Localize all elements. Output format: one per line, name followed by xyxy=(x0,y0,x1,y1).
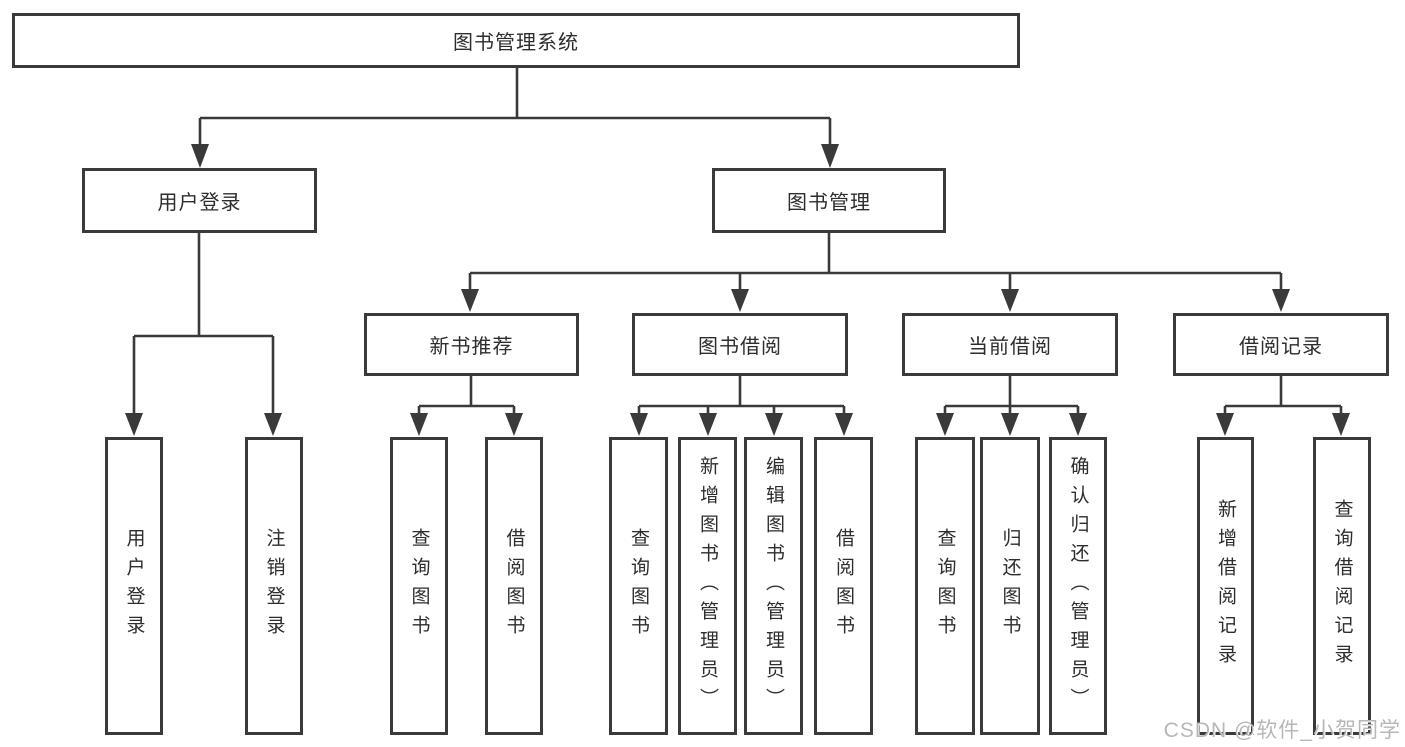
connector-newrec-fork xyxy=(417,376,516,415)
node-book-borrowing: 图书借阅 xyxy=(632,313,848,376)
node-new-book-recommend: 新书推荐 xyxy=(364,313,579,376)
arrowheads xyxy=(125,144,1350,436)
leaf-label: 借阅图书 xyxy=(503,528,525,644)
leaf-label: 注销登录 xyxy=(263,528,285,644)
leaf-return-books: 归还图书 xyxy=(980,437,1040,735)
leaf-label: 查询图书 xyxy=(408,528,430,644)
arrow-icon xyxy=(264,413,282,436)
leaf-label: 借阅图书 xyxy=(833,528,854,644)
leaf-query-books: 查询图书 xyxy=(609,437,668,735)
leaf-label: 用户登录 xyxy=(123,528,145,644)
leaf-label: 编辑图书（管理员） xyxy=(763,455,784,717)
leaf-user-login: 用户登录 xyxy=(105,437,163,735)
arrow-icon xyxy=(630,413,648,436)
connector-mgmt-fork xyxy=(468,233,1283,291)
arrow-icon xyxy=(191,144,209,168)
connector-login-fork xyxy=(132,233,275,415)
arrow-icon xyxy=(1069,413,1087,436)
connector-root-fork xyxy=(198,68,832,147)
arrow-icon xyxy=(1272,289,1290,312)
leaf-borrow-books: 借阅图书 xyxy=(485,437,543,735)
leaf-label: 确认归还（管理员） xyxy=(1067,455,1089,717)
connector-cur-fork xyxy=(943,376,1080,415)
arrow-icon xyxy=(1001,289,1019,312)
leaf-label: 查询借阅记录 xyxy=(1331,499,1353,673)
arrow-icon xyxy=(505,413,523,436)
arrow-icon xyxy=(1216,413,1234,436)
arrow-icon xyxy=(821,144,839,168)
arrow-icon xyxy=(410,413,428,436)
arrow-icon xyxy=(1001,413,1019,436)
arrow-icon xyxy=(699,413,717,436)
leaf-add-borrow-record: 新增借阅记录 xyxy=(1197,437,1254,735)
arrow-icon xyxy=(936,413,954,436)
connector-borrow-fork xyxy=(637,376,846,415)
csdn-watermark: CSDN @软件_小贺同学 xyxy=(1163,719,1401,742)
leaf-query-books: 查询图书 xyxy=(915,437,975,735)
leaf-add-books-admin: 新增图书（管理员） xyxy=(678,437,737,735)
node-user-login: 用户登录 xyxy=(82,168,317,233)
leaf-logout: 注销登录 xyxy=(245,437,303,735)
arrow-icon xyxy=(765,413,783,436)
leaf-label: 查询图书 xyxy=(934,528,956,644)
leaf-edit-books-admin: 编辑图书（管理员） xyxy=(744,437,803,735)
connector-hist-fork xyxy=(1223,376,1343,415)
arrow-icon xyxy=(731,289,749,312)
leaf-label: 归还图书 xyxy=(999,528,1021,644)
arrow-icon xyxy=(461,289,479,312)
node-system-root: 图书管理系统 xyxy=(12,13,1020,68)
arrow-icon xyxy=(835,413,853,436)
node-borrow-records: 借阅记录 xyxy=(1173,313,1389,376)
leaf-label: 查询图书 xyxy=(628,528,649,644)
leaf-confirm-return-admin: 确认归还（管理员） xyxy=(1049,437,1107,735)
leaf-label: 新增图书（管理员） xyxy=(697,455,718,717)
node-book-management: 图书管理 xyxy=(712,168,946,233)
leaf-label: 新增借阅记录 xyxy=(1215,499,1236,673)
leaf-query-borrow-record: 查询借阅记录 xyxy=(1313,437,1371,735)
leaf-borrow-books: 借阅图书 xyxy=(814,437,873,735)
node-current-borrowing: 当前借阅 xyxy=(902,313,1118,376)
arrow-icon xyxy=(1332,413,1350,436)
arrow-icon xyxy=(125,413,143,436)
leaf-query-books: 查询图书 xyxy=(390,437,448,735)
